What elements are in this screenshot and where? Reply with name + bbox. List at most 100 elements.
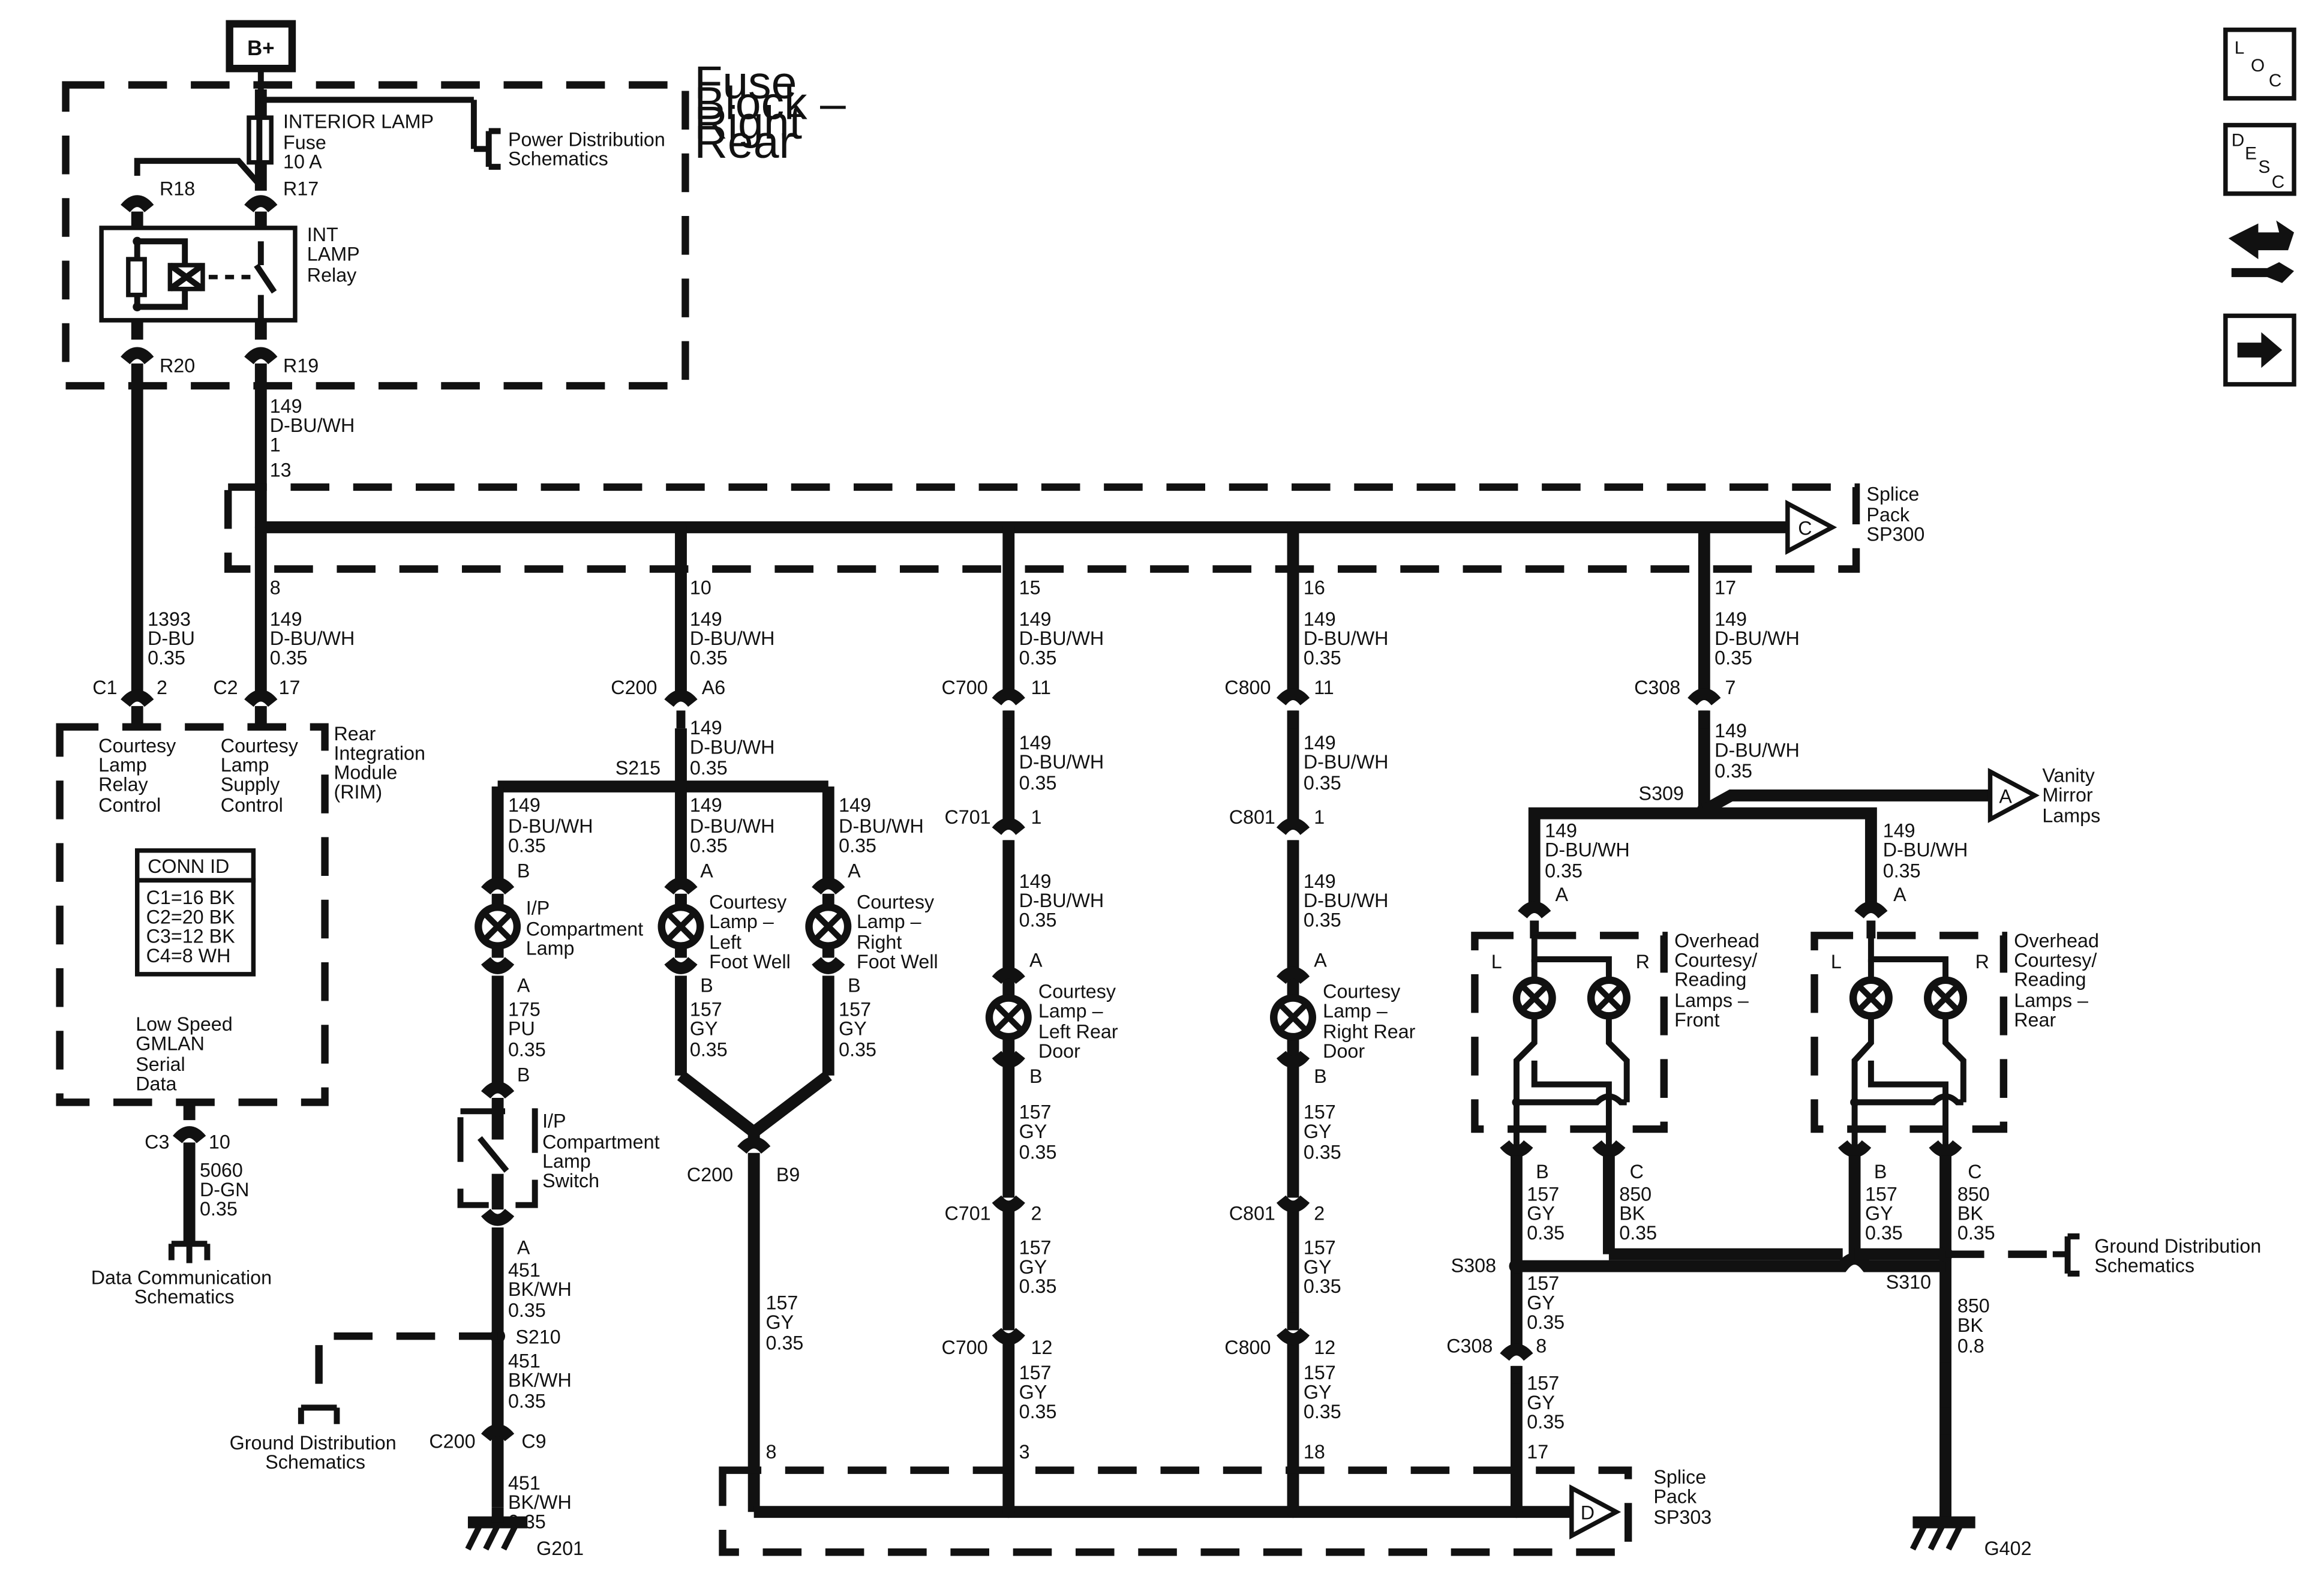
overhead-lamps-rear: L R Overhead Courtesy/ Reading Lamps – R… (1810, 901, 2099, 1150)
svg-text:2: 2 (1031, 1203, 1041, 1224)
svg-text:0.35: 0.35 (690, 757, 728, 779)
wire-c700-label: 149 D-BU/WH 0.35 (1019, 732, 1104, 794)
sp303-pin-8: 8 (766, 1441, 777, 1463)
ip-compartment-lamp-switch: I/P Compartment Lamp Switch (457, 1081, 660, 1226)
pin-r19: R19 (283, 355, 319, 377)
diagnostic-icon[interactable] (2228, 220, 2295, 283)
svg-text:D-BU/WH: D-BU/WH (1019, 628, 1104, 649)
svg-text:157: 157 (1019, 1237, 1052, 1259)
power-distribution-link[interactable]: Power Distribution Schematics (473, 128, 665, 170)
connector-c2: C2 17 (213, 677, 300, 698)
svg-text:Courtesy: Courtesy (98, 735, 176, 757)
svg-text:D-BU/WH: D-BU/WH (1715, 739, 1800, 761)
svg-text:(RIM): (RIM) (334, 781, 382, 803)
svg-text:451: 451 (508, 1350, 541, 1371)
svg-text:D-BU/WH: D-BU/WH (1304, 628, 1389, 649)
svg-text:C308: C308 (1446, 1335, 1493, 1357)
svg-text:D-BU/WH: D-BU/WH (690, 815, 775, 837)
wire-5060-label: 5060 D-GN 0.35 (200, 1160, 249, 1220)
svg-text:Serial: Serial (136, 1053, 185, 1075)
svg-text:10: 10 (690, 577, 711, 599)
svg-text:Right: Right (857, 932, 902, 953)
svg-text:C3=12 BK: C3=12 BK (146, 926, 235, 947)
ground-distribution-link-right[interactable]: Ground Distribution Schematics (2052, 1233, 2262, 1277)
col10-label: 10 149 D-BU/WH 0.35 (690, 577, 775, 669)
wire-c800b-label: 157 GY 0.35 (1304, 1362, 1341, 1422)
splice-s308 (1509, 1259, 1524, 1274)
svg-text:Right: Right (694, 97, 802, 149)
sp303-pin-18: 18 (1304, 1441, 1325, 1463)
svg-text:CONN ID: CONN ID (148, 855, 229, 877)
next-arrow-icon[interactable] (2223, 313, 2296, 387)
rim-c2-function: Courtesy Lamp Supply Control (221, 735, 299, 816)
svg-text:149: 149 (1019, 608, 1052, 630)
desc-button[interactable]: D E S C (2223, 122, 2296, 196)
wire-157-b9-label: 157 GY 0.35 (766, 1292, 804, 1354)
svg-text:Switch: Switch (542, 1170, 599, 1191)
svg-text:A: A (1029, 949, 1043, 971)
svg-text:157: 157 (1304, 1101, 1336, 1123)
svg-text:C308: C308 (1634, 677, 1680, 698)
svg-text:Lamp –: Lamp – (1038, 1000, 1103, 1022)
wire-149-s215-label: 149 D-BU/WH 0.35 (690, 717, 775, 779)
svg-text:C: C (2269, 71, 2282, 91)
wire-c801b-label: 157 GY 0.35 (1304, 1237, 1341, 1298)
svg-text:GY: GY (1019, 1256, 1047, 1278)
svg-text:B: B (848, 975, 861, 996)
svg-text:GY: GY (1865, 1203, 1893, 1224)
svg-text:B: B (517, 1064, 530, 1086)
front-c-label: C 850 BK 0.35 (1619, 1161, 1657, 1244)
svg-text:157: 157 (839, 998, 871, 1020)
svg-text:2: 2 (1314, 1203, 1325, 1224)
svg-text:A: A (1556, 884, 1569, 905)
svg-text:0.35: 0.35 (1019, 1275, 1057, 1297)
svg-text:BK/WH: BK/WH (508, 1491, 572, 1513)
svg-text:Splice: Splice (1866, 483, 1919, 505)
svg-text:0.35: 0.35 (508, 834, 546, 856)
loc-button[interactable]: L O C (2223, 27, 2296, 101)
svg-text:D-BU/WH: D-BU/WH (508, 815, 593, 837)
svg-text:O: O (2251, 56, 2265, 76)
svg-text:LAMP: LAMP (307, 244, 360, 265)
fuse-block-title: Fuse Block – Right Rear (694, 57, 846, 168)
svg-text:Splice: Splice (1653, 1466, 1706, 1488)
svg-text:Schematics: Schematics (134, 1286, 235, 1308)
svg-text:0.35: 0.35 (200, 1198, 238, 1220)
svg-text:Schematics: Schematics (2094, 1254, 2194, 1276)
svg-text:C9: C9 (521, 1430, 546, 1452)
ground-g402: G402 (1909, 1516, 2032, 1559)
svg-text:17: 17 (1527, 1441, 1548, 1463)
splice-pack-sp303-arrow[interactable]: D (1569, 1484, 1622, 1540)
svg-text:157: 157 (1865, 1183, 1897, 1205)
svg-text:Overhead: Overhead (1674, 930, 1759, 951)
vanity-mirror-lamps-arrow[interactable]: A (1987, 767, 2040, 823)
svg-text:D-BU/WH: D-BU/WH (1883, 839, 1968, 861)
wire-s308-label: 157 GY 0.35 (1527, 1272, 1565, 1333)
connector-c801-2: C801 2 (1229, 1203, 1325, 1224)
ground-distribution-link-left[interactable]: Ground Distribution Schematics (230, 1404, 397, 1473)
svg-text:Block –: Block – (694, 78, 846, 130)
svg-text:D-BU/WH: D-BU/WH (1019, 890, 1104, 911)
svg-text:Lamps –: Lamps – (1674, 989, 1749, 1011)
svg-text:B: B (517, 860, 530, 881)
rim-title: Rear Integration Module (RIM) (334, 723, 425, 803)
svg-text:157: 157 (1527, 1183, 1559, 1205)
svg-text:R: R (1975, 951, 1989, 972)
svg-text:0.35: 0.35 (1527, 1411, 1565, 1433)
wire-850-label: 850 BK 0.8 (1957, 1295, 1990, 1356)
svg-text:GY: GY (1304, 1381, 1332, 1403)
svg-text:Courtesy: Courtesy (1323, 981, 1401, 1002)
svg-text:157: 157 (1019, 1362, 1052, 1383)
svg-text:0.35: 0.35 (508, 1299, 546, 1321)
wire-c308-label: 149 D-BU/WH 0.35 (1715, 720, 1800, 782)
svg-text:C200: C200 (687, 1164, 733, 1185)
svg-text:0.35: 0.35 (1545, 860, 1583, 881)
splice-pack-sp300-arrow[interactable]: C (1785, 500, 1837, 555)
svg-text:Vanity: Vanity (2042, 765, 2095, 787)
data-communication-link[interactable]: Data Communication Schematics (91, 1241, 272, 1308)
svg-text:I/P: I/P (526, 897, 550, 919)
ground-g201: G201 (465, 1516, 584, 1559)
svg-text:A: A (848, 860, 861, 881)
svg-text:451: 451 (508, 1259, 541, 1281)
svg-text:0.35: 0.35 (1019, 1142, 1057, 1163)
